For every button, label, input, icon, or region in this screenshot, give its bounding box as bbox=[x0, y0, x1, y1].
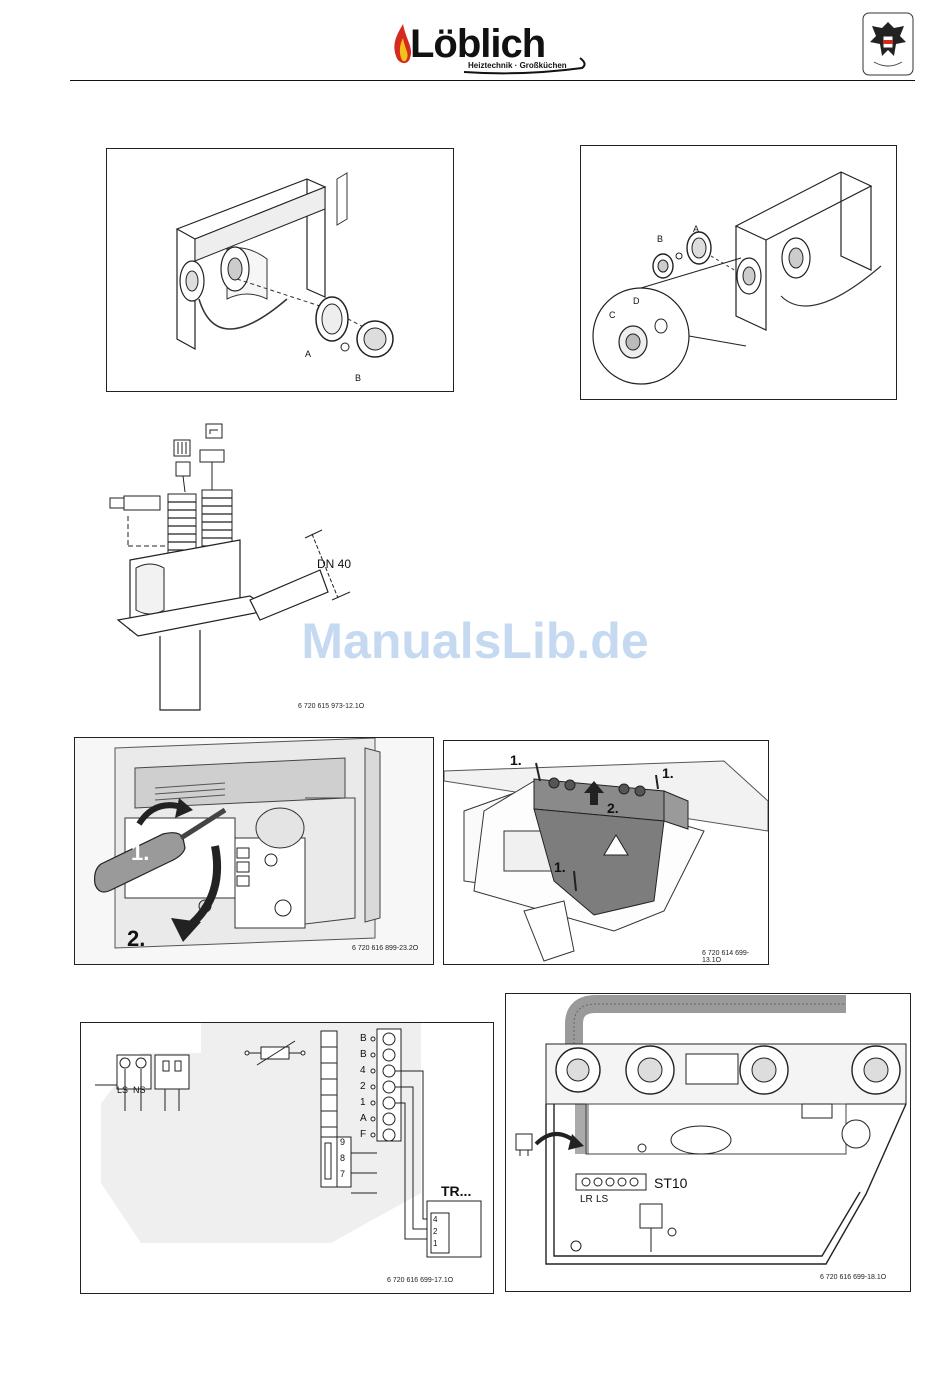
svg-text:A: A bbox=[693, 224, 699, 234]
terminal-label-a: A bbox=[360, 1113, 367, 1124]
step-1-right-label: 1. bbox=[662, 765, 674, 781]
terminal-label-b1: B bbox=[360, 1033, 367, 1044]
watermark: ManualsLib.de bbox=[0, 612, 950, 670]
header: Löblich Heiztechnik · Großküchen bbox=[0, 0, 950, 82]
tr-pin-2: 2 bbox=[433, 1227, 437, 1236]
aux-terminal-8: 8 bbox=[340, 1153, 345, 1163]
step-1-left-label: 1. bbox=[510, 752, 522, 768]
header-rule bbox=[70, 80, 915, 81]
figure-6-ref: 6 720 616 699-17.1O bbox=[387, 1277, 453, 1284]
svg-text:A: A bbox=[305, 349, 311, 359]
terminal-label-b2: B bbox=[360, 1049, 367, 1060]
figure-6-drawing bbox=[81, 1023, 493, 1293]
terminal-label-4: 4 bbox=[360, 1065, 366, 1076]
figure-3-ref: 6 720 615 973-12.1O bbox=[298, 703, 364, 710]
svg-text:C: C bbox=[609, 310, 616, 320]
svg-text:B: B bbox=[355, 373, 361, 383]
dn-label: DN 40 bbox=[317, 557, 351, 571]
figure-1-drawing: A B bbox=[107, 149, 453, 391]
figure-2-panel: A B C D bbox=[580, 145, 897, 400]
figure-1-panel: A B bbox=[106, 148, 454, 392]
terminal-label-1: 1 bbox=[360, 1097, 366, 1108]
figure-5-ref: 6 720 614 699-13.1O bbox=[702, 950, 768, 964]
figure-4-panel: 1. 2. 6 720 616 899-23.2O bbox=[74, 737, 434, 965]
step-2-label: 2. bbox=[607, 800, 619, 816]
figure-6-panel: LS NS B B 4 2 1 A F 9 8 7 TR... 4 2 1 6 … bbox=[80, 1022, 494, 1294]
terminal-label-2: 2 bbox=[360, 1081, 366, 1092]
svg-text:D: D bbox=[633, 296, 640, 306]
terminal-label-f: F bbox=[360, 1129, 366, 1140]
step-1-lower-label: 1. bbox=[554, 859, 566, 875]
ls-label: LS bbox=[117, 1085, 128, 1095]
figure-7-ref: 6 720 616 699-18.1O bbox=[820, 1274, 886, 1281]
svg-text:B: B bbox=[657, 234, 663, 244]
coat-of-arms-seal-icon bbox=[862, 12, 914, 76]
figure-5-panel: 1. 1. 1. 2. 6 720 614 699-13.1O bbox=[443, 740, 769, 965]
logo-swoosh-icon bbox=[462, 56, 588, 76]
figure-5-drawing bbox=[444, 741, 768, 964]
tr-label: TR... bbox=[441, 1183, 471, 1199]
figure-4-ref: 6 720 616 899-23.2O bbox=[352, 945, 418, 952]
aux-terminal-7: 7 bbox=[340, 1169, 345, 1179]
tr-pin-4: 4 bbox=[433, 1215, 437, 1224]
st10-label: ST10 bbox=[654, 1175, 687, 1191]
aux-terminal-9: 9 bbox=[340, 1137, 345, 1147]
figure-3: DN 40 6 720 615 973-12.1O bbox=[100, 420, 420, 720]
figure-7-panel: ST10 LR LS 6 720 616 699-18.1O bbox=[505, 993, 911, 1292]
step-1-label: 1. bbox=[131, 840, 149, 866]
tr-pin-1: 1 bbox=[433, 1239, 437, 1248]
figure-2-drawing: A B C D bbox=[581, 146, 896, 399]
step-2-label: 2. bbox=[127, 926, 145, 952]
ls-label: LS bbox=[596, 1194, 608, 1205]
ns-label: NS bbox=[133, 1085, 146, 1095]
figure-7-drawing bbox=[506, 994, 910, 1291]
figure-3-drawing bbox=[100, 420, 420, 720]
lr-label: LR bbox=[580, 1194, 593, 1205]
